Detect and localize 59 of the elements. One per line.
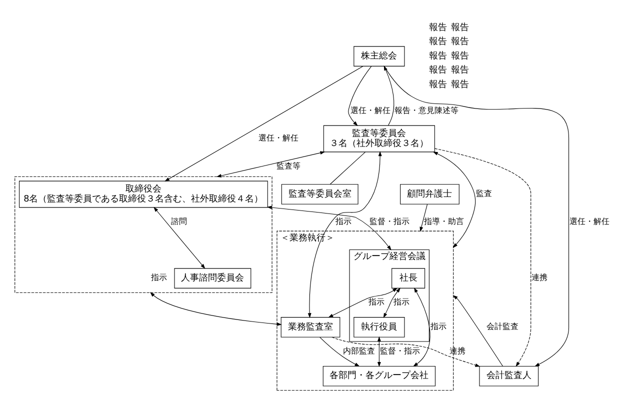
edge-label: 選任・解任 (350, 104, 390, 115)
label: 報告 (429, 37, 448, 48)
arrow (434, 148, 532, 367)
arrow (348, 66, 372, 126)
node-box: 各部門・各グループ会社 (322, 366, 436, 386)
label: 報告 (451, 37, 470, 48)
arrow (420, 204, 428, 232)
arrow (383, 288, 401, 318)
edge-label: 諮問 (170, 216, 187, 226)
edge-label: 指導・助言 (424, 216, 464, 226)
arrow (164, 66, 364, 182)
node-box: 顧問弁護士 (400, 184, 460, 204)
node-box: 人事諮問委員会 (174, 268, 252, 288)
edge-label: 会計監査 (486, 321, 519, 332)
arrow (432, 152, 476, 248)
edge-label: 監督・指示 (370, 216, 410, 226)
label: 報告 (451, 66, 470, 76)
edge-label: 指示 (151, 272, 168, 282)
node-box: 執行役員 (354, 317, 405, 338)
edge-label: 指示 (368, 296, 385, 307)
edge-label: 指示 (393, 296, 410, 307)
edge-label: 報告・意見陳述等 (394, 104, 459, 115)
arrow (377, 336, 381, 367)
arrow (154, 206, 206, 269)
label: 報告 (429, 51, 448, 62)
arrow (384, 66, 570, 367)
edge-label: 選任・解任 (258, 132, 299, 143)
arrow (319, 336, 360, 367)
node-box: 取締役会 8名（監査等委員である取締役３名含む、社外取締役４名） (19, 180, 268, 208)
edge-label: 監査 (476, 188, 492, 198)
node-box: 監査等委員会室 (281, 184, 358, 204)
label: 報告 (429, 66, 448, 76)
edge-label: 連携 (531, 272, 548, 282)
edge-label: 選任・解任 (570, 216, 610, 226)
connector (330, 152, 366, 185)
edge-label: 監査等 (276, 160, 301, 170)
arrow (266, 206, 392, 250)
arrow (452, 295, 503, 366)
node-box: 会計監査人 (479, 366, 539, 386)
edge-label: 指示 (336, 216, 352, 226)
edge-label: 指示 (430, 321, 446, 332)
label: 報告 (451, 22, 470, 33)
node-box: 社長 (392, 268, 426, 288)
node-box: 業務監査室 (280, 317, 340, 338)
arrow (308, 151, 382, 318)
label: 報告 (429, 80, 448, 90)
edge-label: 内部監査 (343, 346, 376, 356)
arrow (328, 288, 398, 318)
node-box: 監査等委員会 ３名（社外取締役３名） (323, 125, 435, 152)
label: 報告 (451, 80, 470, 90)
node-box: 株主総会 (354, 46, 405, 66)
arrow (216, 151, 326, 178)
arrow (150, 292, 282, 326)
arrow (384, 66, 394, 126)
label: 報告 (429, 22, 448, 33)
arrow (413, 288, 430, 367)
arrow (332, 336, 480, 367)
label: 報告 (451, 51, 470, 62)
edge-label: 監督・指示 (380, 346, 420, 356)
